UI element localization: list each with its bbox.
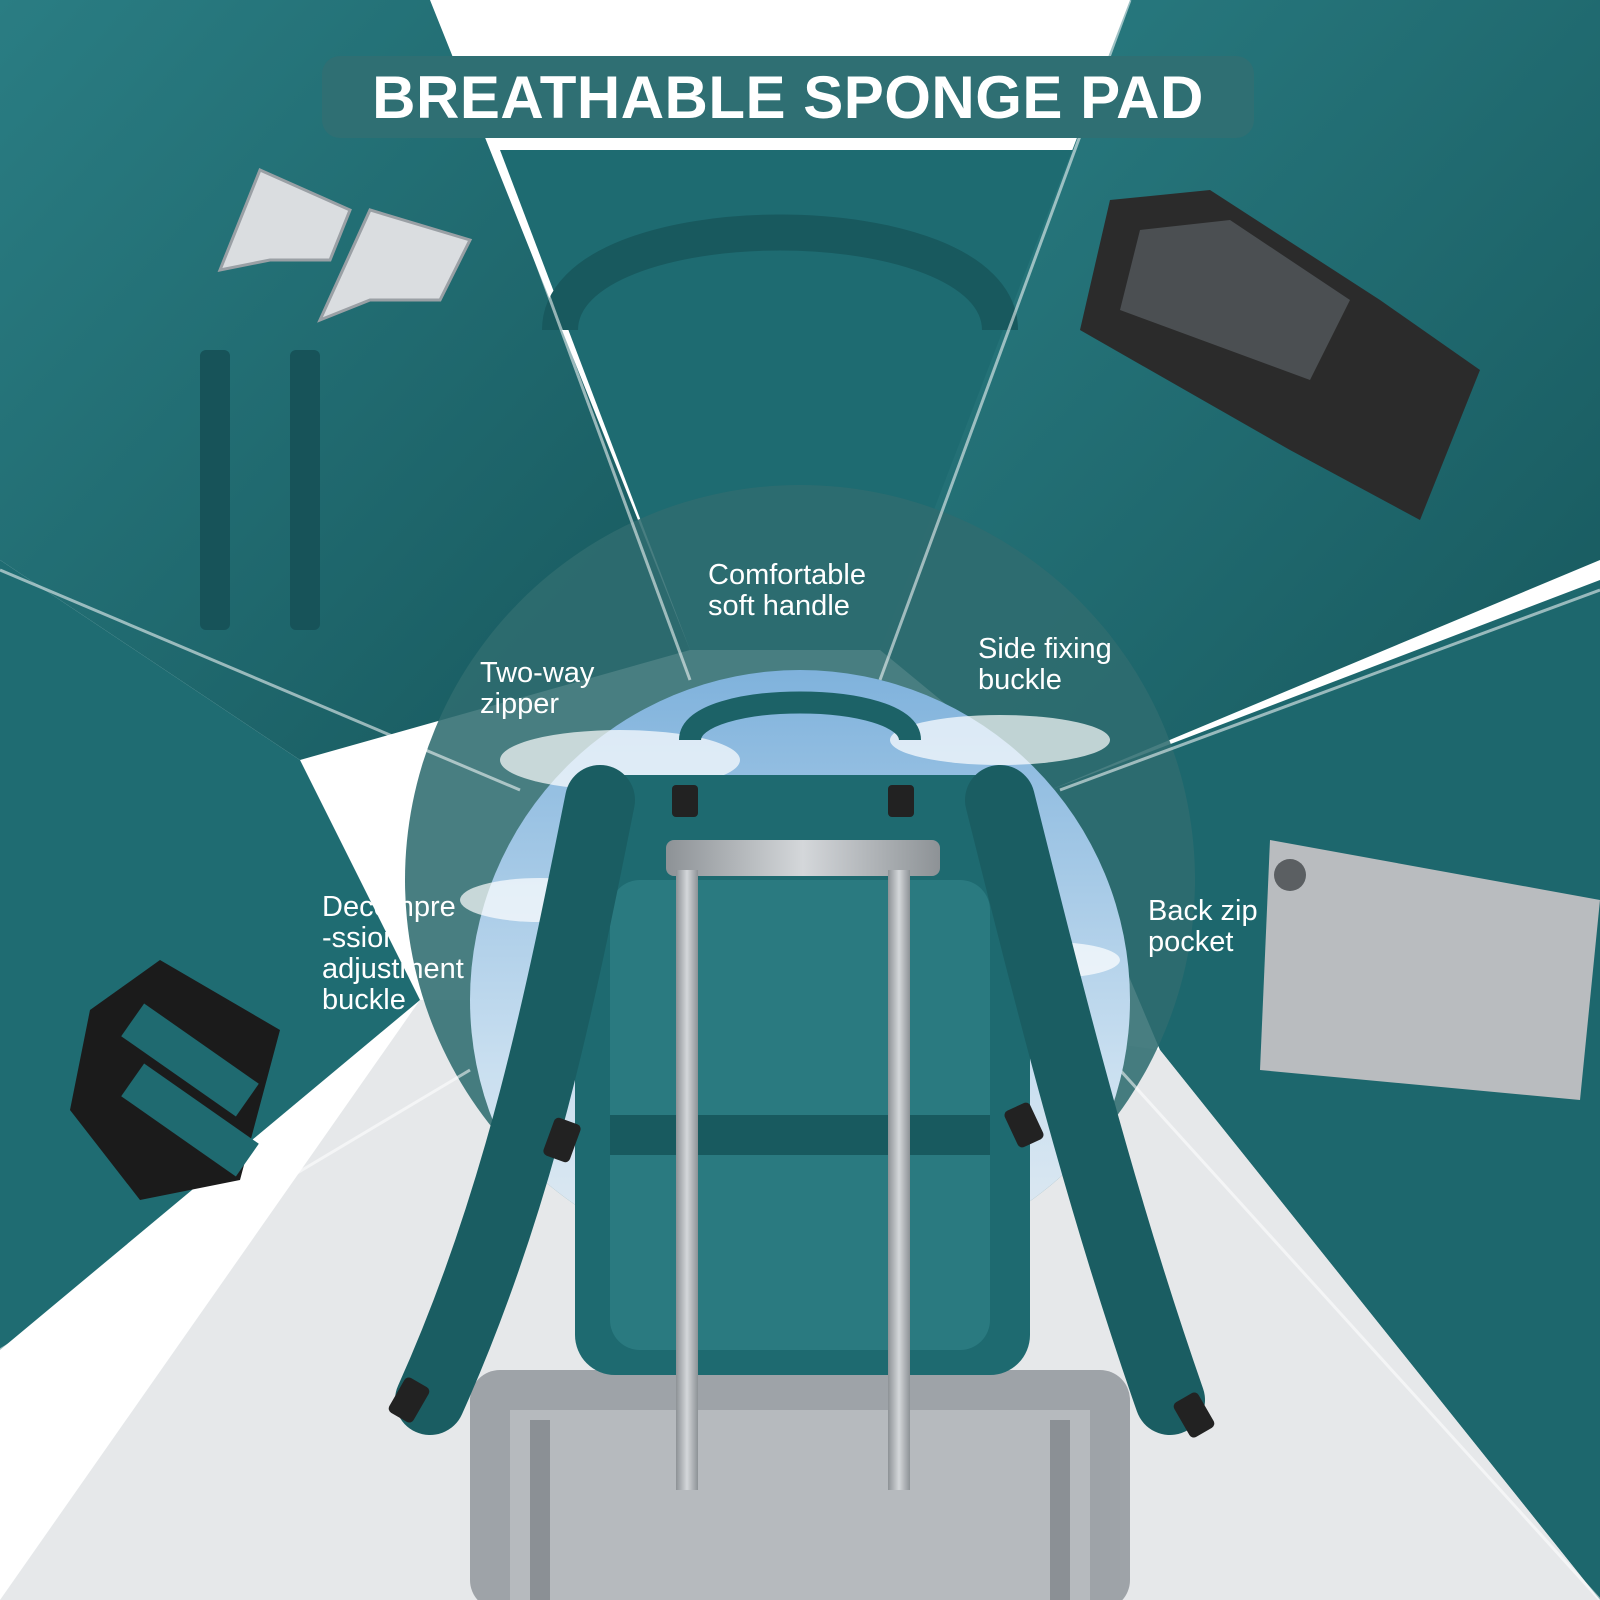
tablet-icon <box>1260 840 1600 1100</box>
feature-side-buckle-label: Side fixing buckle <box>978 633 1112 696</box>
page-title: BREATHABLE SPONGE PAD <box>372 63 1204 131</box>
feature-back-pocket-label: Back zip pocket <box>1148 895 1258 958</box>
feature-handle-label: Comfortable soft handle <box>708 559 866 622</box>
suitcase-icon <box>470 1370 1130 1600</box>
side-buckle-icon <box>1080 190 1480 520</box>
decompression-buckle-icon <box>70 960 280 1200</box>
zipper-panel <box>0 0 690 760</box>
zipper-pull-icon <box>200 167 473 630</box>
title-banner: BREATHABLE SPONGE PAD <box>322 56 1254 138</box>
backpack-icon <box>388 691 1215 1490</box>
feature-decompression-label: Decompre -ssion adjustment buckle <box>322 891 464 1016</box>
feature-zipper-label: Two-way zipper <box>480 657 595 720</box>
